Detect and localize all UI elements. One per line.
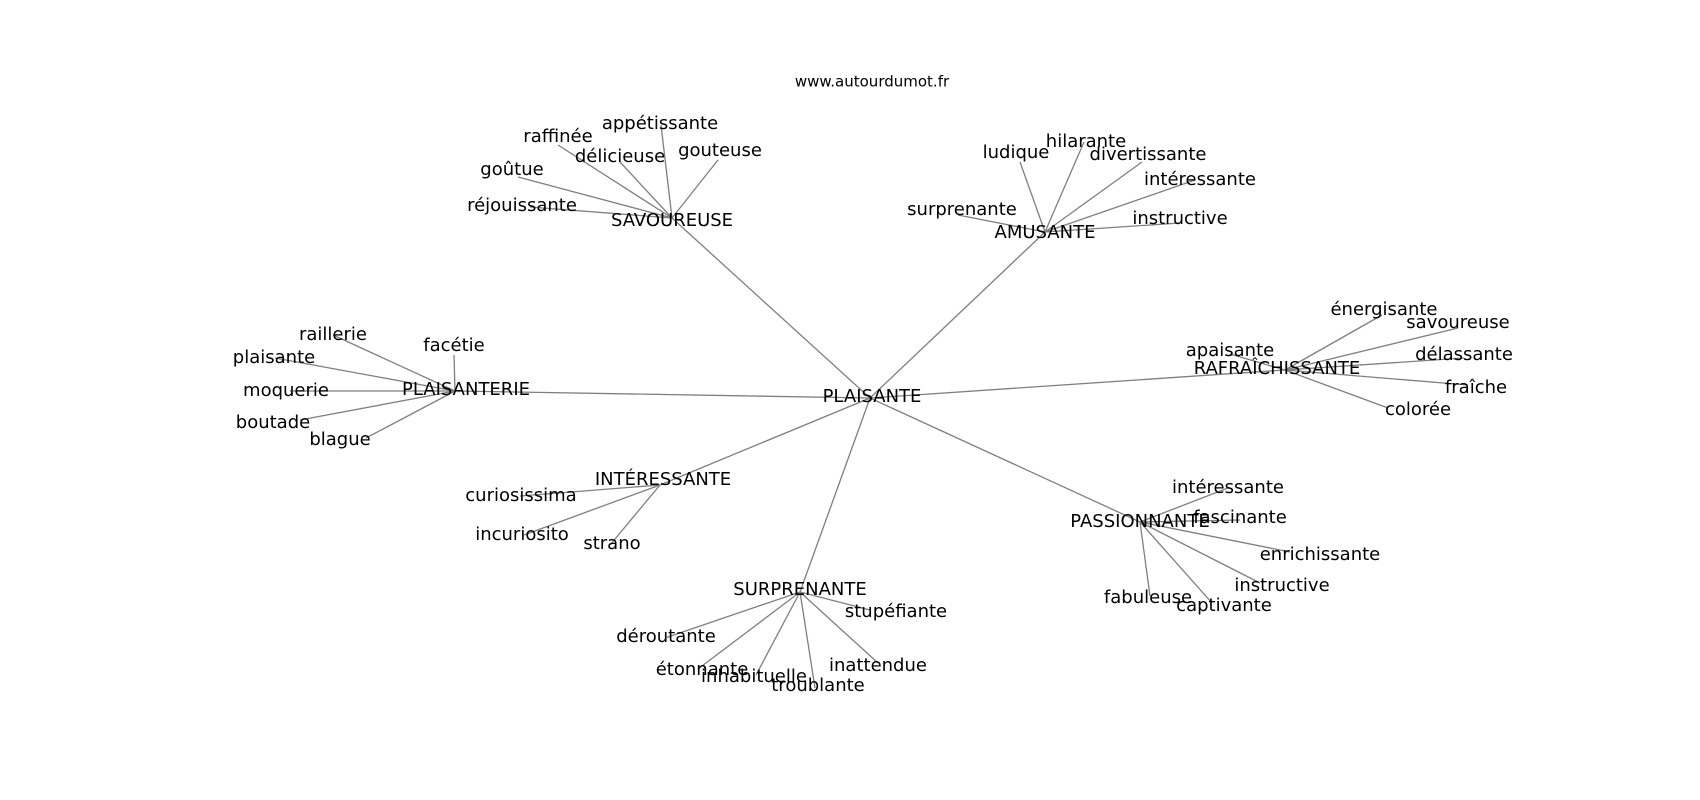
edge-group-to-leaf: [557, 144, 673, 219]
leaf-node[interactable]: goûtue: [480, 159, 543, 180]
leaf-node[interactable]: curiosissima: [465, 485, 576, 506]
edge-group-to-leaf: [1139, 521, 1151, 597]
leaf-node[interactable]: réjouissante: [467, 195, 577, 216]
leaf-node[interactable]: enrichissante: [1260, 544, 1381, 565]
edge-center-to-group: [659, 397, 871, 486]
group-node[interactable]: RAFRAÎCHISSANTE: [1194, 357, 1361, 379]
leaf-node[interactable]: hilarante: [1046, 131, 1126, 152]
edge-center-to-group: [869, 397, 1141, 523]
leaf-node[interactable]: strano: [583, 533, 640, 554]
leaf-node[interactable]: instructive: [1234, 575, 1329, 596]
edge-group-to-leaf: [957, 214, 1046, 233]
leaf-node[interactable]: surprenante: [907, 199, 1017, 220]
edge-group-to-leaf: [1139, 521, 1291, 553]
leaf-node[interactable]: déroutante: [616, 626, 716, 647]
leaf-node[interactable]: gouteuse: [678, 140, 762, 161]
group-node[interactable]: SAVOUREUSE: [611, 210, 733, 231]
leaf-node[interactable]: intéressante: [1172, 477, 1284, 498]
graph-edges: [274, 124, 1469, 689]
edge-center-to-group: [671, 217, 871, 399]
edge-group-to-leaf: [799, 591, 879, 664]
leaf-node[interactable]: raffinée: [523, 126, 592, 147]
leaf-node[interactable]: moquerie: [243, 380, 329, 401]
leaf-node[interactable]: apaisante: [1186, 340, 1274, 361]
leaf-node[interactable]: blague: [309, 429, 370, 450]
leaf-node[interactable]: fascinante: [1193, 507, 1287, 528]
edge-group-to-leaf: [671, 159, 719, 219]
edge-center-to-group: [454, 390, 871, 399]
edge-group-to-leaf: [1139, 487, 1229, 523]
edge-group-to-leaf: [799, 591, 871, 611]
leaf-node[interactable]: incuriosito: [475, 524, 569, 545]
edge-group-to-leaf: [660, 124, 673, 219]
leaf-node[interactable]: instructive: [1132, 208, 1227, 229]
leaf-node[interactable]: captivante: [1176, 595, 1272, 616]
edge-group-to-leaf: [1019, 161, 1046, 233]
leaf-node[interactable]: troublante: [771, 675, 864, 696]
leaf-node[interactable]: étonnante: [656, 659, 749, 680]
leaf-node[interactable]: plaisante: [233, 347, 315, 368]
edge-group-to-leaf: [365, 390, 456, 439]
edge-group-to-leaf: [1044, 179, 1196, 233]
leaf-node[interactable]: colorée: [1385, 399, 1451, 420]
leaf-node[interactable]: appétissante: [602, 113, 718, 134]
group-node[interactable]: PLAISANTERIE: [402, 379, 530, 400]
center-node[interactable]: PLAISANTE: [823, 386, 922, 407]
edge-group-to-leaf: [299, 390, 456, 421]
leaf-node[interactable]: facétie: [423, 335, 484, 356]
leaf-node[interactable]: savoureuse: [1406, 312, 1509, 333]
leaf-node[interactable]: délassante: [1415, 344, 1513, 365]
edge-group-to-leaf: [1284, 357, 1465, 371]
leaf-node[interactable]: stupéfiante: [845, 601, 947, 622]
leaf-node[interactable]: fraîche: [1445, 377, 1507, 398]
leaf-node[interactable]: énergisante: [1330, 299, 1437, 320]
edge-group-to-leaf: [332, 334, 456, 392]
leaf-node[interactable]: délicieuse: [575, 146, 665, 167]
edge-group-to-leaf: [1229, 353, 1286, 371]
edge-group-to-leaf: [274, 357, 456, 392]
site-credit: www.autourdumot.fr: [795, 73, 950, 91]
edge-group-to-leaf: [519, 484, 661, 497]
edge-group-to-leaf: [697, 591, 801, 670]
edge-group-to-leaf: [1284, 327, 1459, 371]
edge-group-to-leaf: [1284, 314, 1383, 371]
leaf-node[interactable]: divertissante: [1090, 144, 1207, 165]
group-node[interactable]: PASSIONNANTE: [1070, 511, 1209, 532]
edge-group-to-leaf: [1284, 369, 1469, 386]
edge-group-to-leaf: [1284, 369, 1389, 409]
edge-group-to-leaf: [664, 591, 801, 639]
edge-group-to-leaf: [609, 484, 661, 546]
edge-group-to-leaf: [799, 591, 816, 689]
edge-center-to-group: [799, 397, 871, 593]
edge-center-to-group: [869, 369, 1286, 399]
leaf-node[interactable]: fabuleuse: [1104, 587, 1192, 608]
edge-group-to-leaf: [1044, 222, 1181, 233]
edge-group-to-leaf: [619, 161, 673, 219]
leaf-node[interactable]: inhabituelle: [701, 666, 807, 687]
edge-group-to-leaf: [453, 354, 456, 392]
edge-center-to-group: [869, 231, 1046, 399]
edge-group-to-leaf: [523, 484, 661, 536]
edge-group-to-leaf: [1044, 141, 1085, 233]
edge-group-to-leaf: [1139, 521, 1261, 584]
leaf-node[interactable]: boutade: [236, 412, 310, 433]
edge-group-to-leaf: [1139, 519, 1241, 523]
edge-group-to-leaf: [517, 176, 673, 219]
group-node[interactable]: SURPRENANTE: [733, 579, 866, 600]
edge-group-to-leaf: [1044, 161, 1143, 233]
leaf-node[interactable]: ludique: [983, 142, 1050, 163]
leaf-node[interactable]: inattendue: [829, 655, 927, 676]
edge-group-to-leaf: [529, 206, 673, 219]
leaf-node[interactable]: raillerie: [299, 324, 367, 345]
group-node[interactable]: AMUSANTE: [995, 222, 1096, 243]
graph-labels: PLAISANTESAVOUREUSEappétissanteraffinéed…: [233, 113, 1513, 696]
group-node[interactable]: INTÉRESSANTE: [595, 468, 731, 490]
edge-group-to-leaf: [755, 591, 801, 676]
leaf-node[interactable]: intéressante: [1144, 169, 1256, 190]
edge-group-to-leaf: [1139, 521, 1213, 604]
